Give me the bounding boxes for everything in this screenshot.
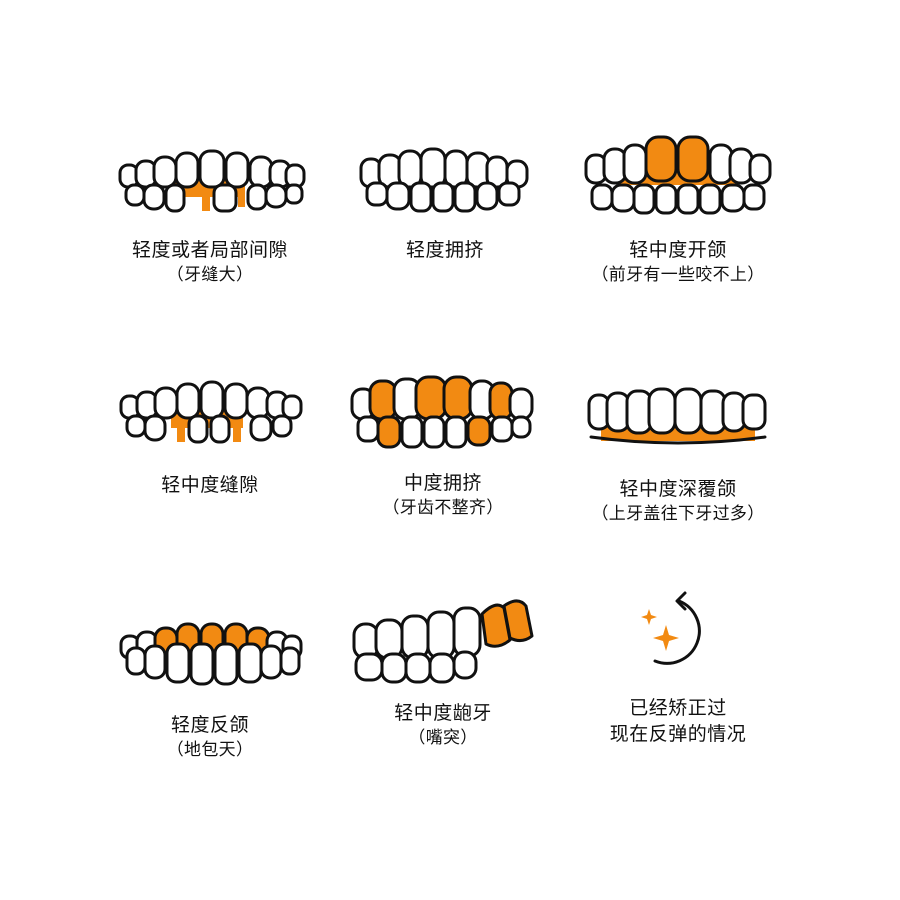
- relapse-sparkle-icon: [641, 591, 701, 665]
- condition-title: 轻中度开颌: [629, 239, 727, 261]
- condition-card-spacing: 轻中度缝隙: [95, 380, 325, 498]
- teeth-gaps-icon: [118, 149, 306, 213]
- condition-card-protrusion: 轻中度龅牙 （嘴突）: [328, 598, 558, 750]
- condition-title: 轻度拥挤: [405, 239, 484, 261]
- condition-card-relapse: 已经矫正过 现在反弹的情况: [563, 591, 793, 747]
- condition-card-moderate-crowding: 中度拥挤 （牙齿不整齐）: [328, 375, 558, 520]
- condition-card-underbite: 轻度反颌 （地包天）: [95, 620, 325, 762]
- teeth-spacing-icon: [119, 380, 303, 444]
- condition-subtitle: （上牙盖往下牙过多）: [591, 504, 765, 524]
- condition-subtitle: （牙缝大）: [166, 265, 254, 285]
- condition-title: 已经矫正过: [629, 697, 727, 719]
- teeth-deep-bite-icon: [587, 387, 767, 445]
- teeth-protrusion-icon: [352, 599, 534, 684]
- condition-subtitle: 现在反弹的情况: [609, 723, 747, 745]
- condition-card-gaps: 轻度或者局部间隙 （牙缝大）: [95, 145, 325, 287]
- condition-title: 轻中度深覆颌: [619, 478, 737, 500]
- condition-subtitle: （前牙有一些咬不上）: [591, 265, 765, 285]
- teeth-crowding-icon: [359, 147, 529, 213]
- condition-card-crowding: 轻度拥挤: [330, 145, 560, 263]
- condition-title: 轻中度龅牙: [394, 702, 492, 724]
- teeth-underbite-icon: [119, 622, 303, 686]
- condition-title: 轻中度缝隙: [161, 474, 259, 496]
- condition-card-deep-bite: 轻中度深覆颌 （上牙盖往下牙过多）: [563, 385, 793, 526]
- condition-subtitle: （嘴突）: [408, 728, 478, 748]
- condition-title: 中度拥挤: [403, 472, 482, 494]
- condition-title: 轻度或者局部间隙: [131, 239, 288, 261]
- teeth-moderate-crowding-icon: [350, 375, 534, 449]
- teeth-open-bite-icon: [584, 135, 772, 215]
- condition-subtitle: （地包天）: [166, 740, 254, 760]
- condition-title: 轻度反颌: [170, 714, 249, 736]
- condition-card-open-bite: 轻中度开颌 （前牙有一些咬不上）: [563, 135, 793, 287]
- condition-subtitle: （牙齿不整齐）: [382, 498, 504, 518]
